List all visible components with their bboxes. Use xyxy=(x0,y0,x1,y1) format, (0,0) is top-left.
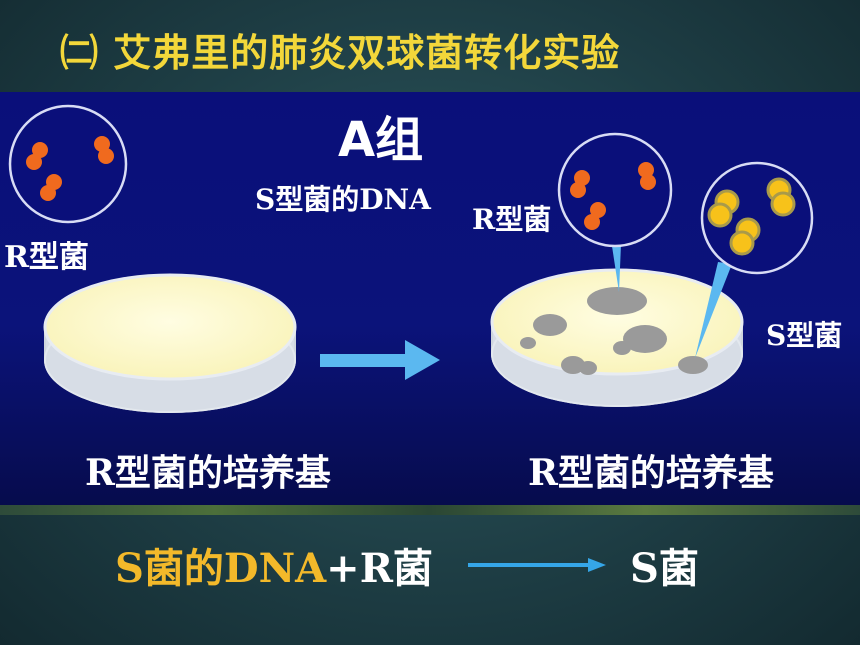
slide-title: ㈡ 艾弗里的肺炎双球菌转化实验 xyxy=(60,31,621,75)
bacteria-colonies xyxy=(520,287,708,375)
s-bacteria-bubble xyxy=(695,161,814,358)
left-petri-dish xyxy=(43,273,297,413)
r-bacteria-left-label: R型菌 xyxy=(4,240,89,275)
experiment-illustration xyxy=(8,104,814,413)
r-bacteria-icon xyxy=(570,162,656,230)
transfer-arrow xyxy=(320,340,440,380)
r-bacteria-bubble-left xyxy=(8,104,128,224)
left-medium-label: R型菌的培养基 xyxy=(85,452,331,494)
right-medium-label: R型菌的培养基 xyxy=(528,452,774,494)
experiment-diagram: A组 S型菌的DNA R型菌 R型菌 S型菌 R型菌的培养基 R型菌的培养基 xyxy=(0,92,860,515)
s-bacteria-icon xyxy=(707,177,796,256)
group-label: A组 xyxy=(338,112,424,168)
equation-left: S菌的DNA+R菌 xyxy=(115,536,433,594)
s-bacteria-label: S型菌 xyxy=(766,319,843,352)
r-bacteria-bubble-right xyxy=(557,132,673,292)
equation-plus-r: +R菌 xyxy=(326,545,433,592)
r-bacteria-icon xyxy=(26,136,114,201)
equation-result: S菌 xyxy=(630,545,699,592)
r-bacteria-right-label: R型菌 xyxy=(472,203,552,236)
equation-dna: S菌的DNA xyxy=(115,545,327,592)
panel-bottom-strip xyxy=(0,505,860,515)
s-dna-label: S型菌的DNA xyxy=(255,183,431,216)
right-petri-dish xyxy=(490,268,744,407)
